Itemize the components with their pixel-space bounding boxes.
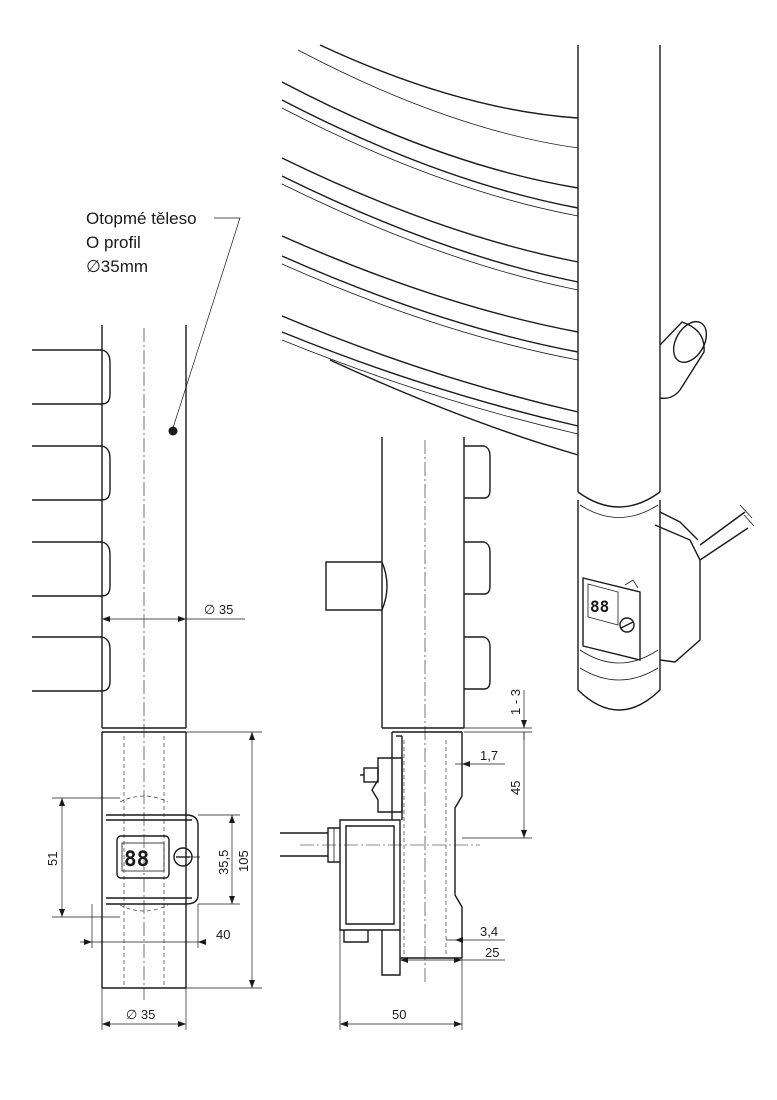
front-display: 88 — [116, 835, 200, 879]
iso-control-knob — [619, 617, 635, 633]
side-view: 1 - 3 1,7 45 3,4 25 50 — [280, 437, 532, 1030]
side-tube — [381, 437, 465, 985]
dim-front-height-35-5: 35,5 — [216, 850, 231, 875]
dim-side-gap: 1 - 3 — [508, 689, 523, 715]
front-view: 88 Otopmé těleso O profil ∅35mm ∅ 35 51 — [32, 209, 262, 1030]
front-tube — [101, 325, 187, 1000]
callout-line-1: Otopmé těleso — [86, 209, 197, 228]
dim-side-width-25: 25 — [485, 945, 499, 960]
dim-front-width-40: 40 — [216, 927, 230, 942]
iso-heating-body — [577, 500, 755, 711]
dim-side-height-45: 45 — [508, 781, 523, 795]
dim-side-width-50: 50 — [392, 1007, 406, 1022]
dim-side-offset-3-4: 3,4 — [480, 924, 498, 939]
callout-line-3: ∅35mm — [86, 257, 148, 276]
isometric-view: 88 — [281, 44, 755, 711]
callout-line-2: O profil — [86, 233, 141, 252]
dim-front-tube-diameter: ∅ 35 — [204, 602, 233, 617]
iso-vertical-tube — [577, 45, 661, 518]
dim-front-height-105: 105 — [236, 850, 251, 872]
front-dimensions: ∅ 35 51 35,5 105 40 — [45, 602, 262, 1030]
iso-side-stub — [659, 321, 708, 400]
front-display-digits: 88 — [124, 847, 149, 871]
side-bar-ends — [464, 445, 491, 690]
iso-curved-bars — [281, 44, 579, 456]
dim-front-height-51: 51 — [45, 852, 60, 866]
dim-front-bottom-diameter: ∅ 35 — [126, 1007, 155, 1022]
iso-display-digits: 88 — [590, 597, 609, 616]
side-dimensions: 1 - 3 1,7 45 3,4 25 50 — [339, 689, 532, 1030]
side-heating-body — [280, 731, 480, 976]
front-horizontal-bars — [32, 349, 111, 692]
dim-side-offset-1-7: 1,7 — [480, 748, 498, 763]
side-stub — [325, 561, 388, 611]
callout: Otopmé těleso O profil ∅35mm — [86, 209, 241, 436]
iso-display: 88 — [582, 577, 641, 661]
callout-dot — [168, 426, 178, 436]
front-heating-body — [101, 731, 199, 989]
